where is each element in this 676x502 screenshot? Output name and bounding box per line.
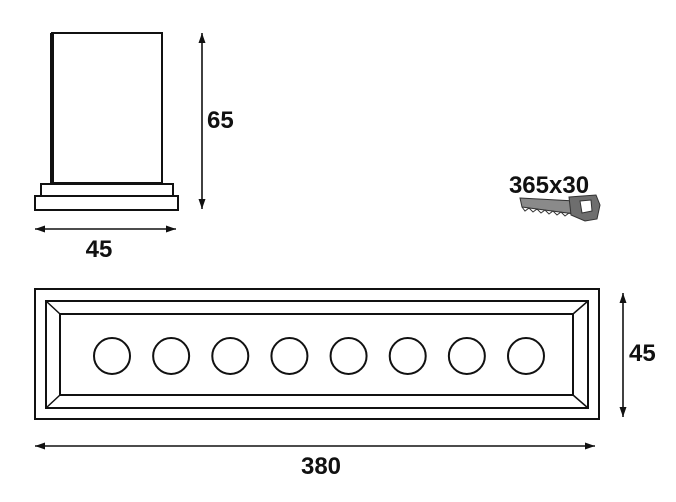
bevel-corner-bl xyxy=(45,394,61,409)
mounting-hole xyxy=(507,337,545,375)
front-width-label: 45 xyxy=(86,236,113,263)
mounting-hole xyxy=(329,337,368,375)
hole-row xyxy=(93,337,545,375)
mounting-hole xyxy=(447,337,486,375)
top-outer-frame xyxy=(34,288,600,420)
profile-step xyxy=(40,183,174,197)
front-view xyxy=(34,32,179,211)
profile-base xyxy=(34,195,179,211)
bevel-corner-br xyxy=(572,394,589,409)
mounting-hole xyxy=(152,337,191,375)
front-height-label: 65 xyxy=(207,107,234,134)
profile-body xyxy=(51,32,163,184)
top-length-label: 380 xyxy=(301,453,341,480)
mounting-hole xyxy=(211,337,250,375)
top-height-label: 45 xyxy=(629,340,656,367)
top-view xyxy=(34,288,600,420)
mounting-hole xyxy=(388,337,427,375)
top-bevel-outer xyxy=(45,300,589,409)
saw-cut-label: 365x30 xyxy=(509,172,589,199)
mounting-hole xyxy=(270,337,309,375)
bevel-corner-tr xyxy=(572,300,589,315)
top-inner-panel xyxy=(59,313,574,396)
bevel-corner-tl xyxy=(45,300,61,315)
mounting-hole xyxy=(93,337,131,375)
hand-saw-icon xyxy=(519,194,601,222)
